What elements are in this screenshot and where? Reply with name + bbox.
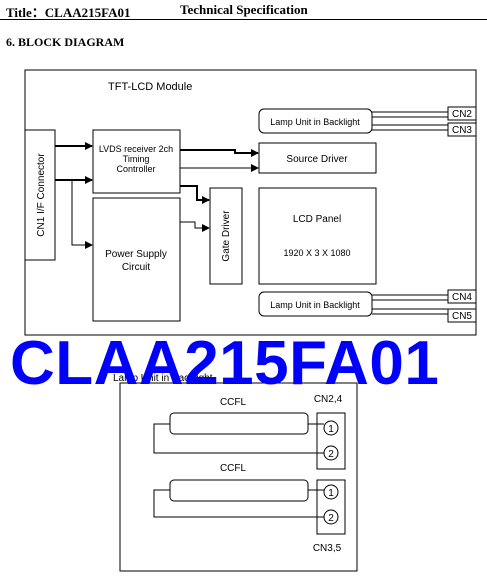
wire-top-return [153,423,324,454]
cn24-label: CN2,4 [314,394,343,405]
cn3-box [447,122,477,137]
cn35-label: CN3,5 [313,543,342,554]
lcd-panel-label: LCD Panel [293,214,341,225]
lamp-unit-top-box [258,108,373,134]
pin2-bottom-label: 2 [328,513,334,524]
wire-bottom-return [153,489,324,518]
lvds-label-line1: LVDS receiver 2ch [99,144,173,154]
lcd-panel-box [258,187,377,285]
arrow-lvds-to-source [180,149,259,157]
lvds-receiver-box [92,129,181,194]
power-supply-line2: Circuit [122,262,151,273]
arrow-cn1-to-power [71,180,93,249]
lcd-resolution-label: 1920 X 3 X 1080 [283,248,350,258]
ccfl-top-label: CCFL [220,397,247,408]
module-label: TFT-LCD Module [108,81,192,93]
cn2-box [447,106,477,121]
cn1-connector-label: CN1 I/F Connector [36,153,47,237]
ccfl-top-tube [169,412,309,435]
lvds-label-line3: Controller [116,164,155,174]
lamp-unit-bottom-box [258,291,373,317]
doc-title: Title：CLAA215FA01 [6,5,131,20]
pin1-bottom-circle [323,484,339,500]
pin1-bottom-label: 1 [328,488,334,499]
ccfl-bottom-label: CCFL [220,463,247,474]
cn2-label: CN2 [452,109,472,120]
connector-top [316,412,346,470]
lamp-unit-bottom-label: Lamp Unit in Backlight [270,300,360,310]
cn3-label: CN3 [452,125,472,136]
gate-driver-box [209,187,243,285]
ccfl-bottom-tube [169,479,309,502]
lamp-detail-title: Lamp Unit in Backlight [113,373,213,384]
gate-driver-label: Gate Driver [221,210,232,262]
connector-bottom [316,479,346,535]
lvds-label-line2: Timing [123,154,150,164]
pin1-top-label: 1 [328,424,334,435]
power-supply-box [92,197,181,322]
source-driver-label: Source Driver [286,154,348,165]
cn5-box [447,308,477,323]
section-heading: 6. BLOCK DIAGRAM [6,35,125,49]
arrow-power-to-gate [180,221,210,232]
pin1-top-circle [323,420,339,436]
watermark-model-number: CLAA215FA01 [10,329,440,398]
arrow-lvds-to-gate [180,185,210,204]
pin2-top-label: 2 [328,449,334,460]
lamp-unit-top-label: Lamp Unit in Backlight [270,117,360,127]
source-driver-box [258,142,377,174]
cn1-connector-box [24,129,56,261]
doc-subtitle: Technical Specification [180,2,308,17]
cn4-box [447,289,477,304]
header-rule [0,19,487,20]
cn5-label: CN5 [452,311,472,322]
power-supply-line1: Power Supply [105,249,167,260]
lamp-detail-box [119,382,358,572]
cn4-label: CN4 [452,292,472,303]
